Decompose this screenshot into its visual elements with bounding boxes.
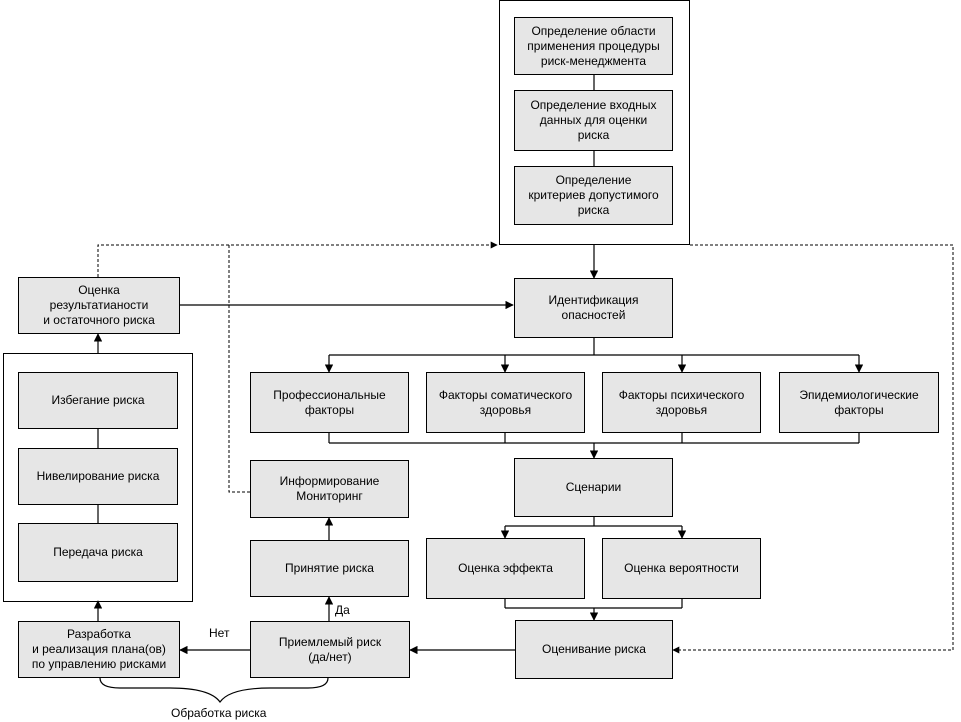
box-input-data: Определение входных данных для оценки ри…: [514, 90, 673, 151]
label-treatment: Обработка риска: [171, 706, 267, 720]
label-yes: Да: [335, 603, 350, 617]
box-leveling: Нивелирование риска: [18, 448, 178, 505]
box-criteria: Определение критериев допустимого риска: [514, 166, 673, 225]
box-transfer: Передача риска: [18, 523, 178, 582]
label-no: Нет: [209, 626, 230, 640]
box-professional: Профессиональные факторы: [250, 372, 409, 433]
box-acceptable: Приемлемый риск (да/нет): [250, 621, 410, 678]
box-somatic: Факторы соматического здоровья: [426, 372, 585, 433]
treatment-brace: [99, 677, 329, 704]
box-acceptance: Принятие риска: [250, 540, 409, 597]
box-informing: Информирование Мониторинг: [250, 460, 409, 518]
box-epidemiological: Эпидемиологические факторы: [779, 372, 939, 433]
box-effect: Оценка эффекта: [426, 538, 585, 599]
dashed-loop-informing: [228, 241, 498, 493]
box-scope: Определение области применения процедуры…: [514, 17, 673, 75]
box-probability: Оценка вероятности: [602, 538, 761, 599]
box-scenarios: Сценарии: [514, 458, 673, 517]
box-effectiveness: Оценка результатианости и остаточного ри…: [18, 277, 180, 334]
dashed-loop-effectiveness: [97, 244, 229, 277]
box-identification: Идентификация опасностей: [514, 278, 673, 338]
box-plan: Разработка и реализация плана(ов) по упр…: [18, 621, 180, 678]
box-evaluation: Оценивание риска: [515, 620, 673, 679]
box-mental: Факторы психического здоровья: [602, 372, 761, 433]
box-avoidance: Избегание риска: [18, 372, 178, 429]
dashed-loop-evaluation: [672, 244, 954, 654]
